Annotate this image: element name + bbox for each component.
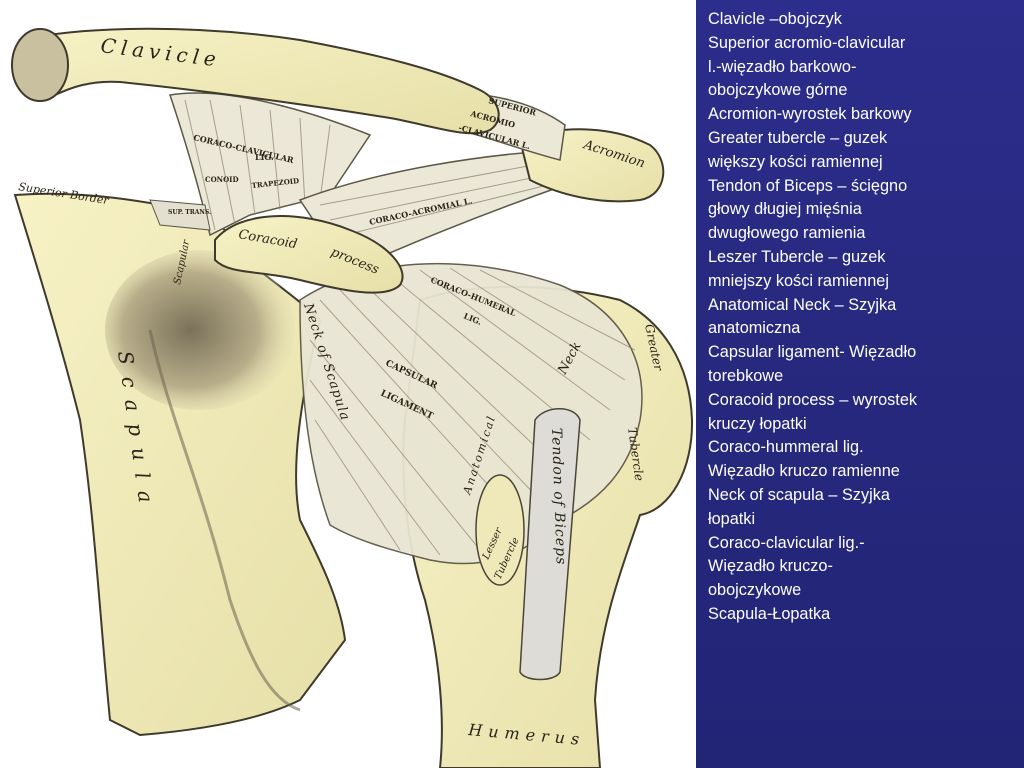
legend-line: większy kości ramiennej [708, 152, 883, 171]
legend-line: Więzadło kruczo ramienne [708, 462, 900, 481]
legend-line: Coraco-clavicular lig.- [708, 533, 865, 552]
subscapular-fossa-shading [105, 250, 295, 410]
legend-line: mniejszy kości ramiennej [708, 271, 889, 290]
legend-line: Scapula-Łopatka [708, 604, 831, 623]
anatomy-drawing: Clavicle SUPERIOR ACROMIO -CLAVICULAR L.… [11, 27, 694, 768]
legend-line: kruczy łopatki [708, 414, 807, 433]
coraco-acromial-fibers [319, 159, 561, 236]
scapula-ridge [148, 329, 301, 712]
label-sup-trans: SUP. TRANS. [168, 209, 211, 216]
legend-line: Leszer Tubercle – guzek [708, 247, 886, 266]
legend-line: Superior acromio-clavicular [708, 33, 906, 52]
clavicle-bone [18, 27, 500, 135]
coraco-clavicular-fibers [184, 99, 331, 231]
legend-line: Clavicle –obojczyk [708, 10, 842, 28]
legend-line: anatomiczna [708, 319, 801, 338]
biceps-tendon [519, 408, 581, 681]
legend-list: Clavicle –obojczyk Superior acromio-clav… [708, 8, 1014, 627]
shoulder-joint-illustration: Clavicle SUPERIOR ACROMIO -CLAVICULAR L.… [11, 0, 697, 768]
clavicle-end [11, 28, 69, 102]
legend-line: Coracoid process – wyrostek [708, 390, 918, 409]
legend-line: l.-więzadło barkowo- [708, 57, 857, 76]
legend-line: torebkowe [708, 366, 784, 385]
legend-line: Anatomical Neck – Szyjka [708, 295, 897, 314]
legend-line: Capsular ligament- Więzadło [708, 343, 917, 362]
legend-line: obojczykowe [708, 581, 802, 600]
legend-line: łopatki [708, 509, 756, 528]
legend-line: Tendon of Biceps – ścięgno [708, 176, 908, 195]
legend-line: Coraco-hummeral lig. [708, 438, 864, 457]
coracoid-process-bone [214, 215, 404, 294]
legend-line: dwugłowego ramienia [708, 224, 866, 243]
label-tendon-of-biceps: Tendon of Biceps [548, 428, 569, 566]
lesser-tubercle-bone [475, 474, 525, 586]
legend-panel: Clavicle –obojczyk Superior acromio-clav… [696, 0, 1024, 768]
legend-line: głowy długiej mięśnia [708, 200, 862, 219]
label-lig-short: LIG. [255, 152, 274, 162]
legend-line: obojczykowe górne [708, 81, 848, 100]
legend-line: Greater tubercle – guzek [708, 128, 888, 147]
superior-transverse-ligament [149, 199, 211, 231]
legend-line: Acromion-wyrostek barkowy [708, 105, 912, 124]
legend-line: Neck of scapula – Szyjka [708, 485, 890, 504]
legend-line: Więzadło kruczo- [708, 557, 833, 576]
label-conoid: CONOID [205, 175, 239, 184]
